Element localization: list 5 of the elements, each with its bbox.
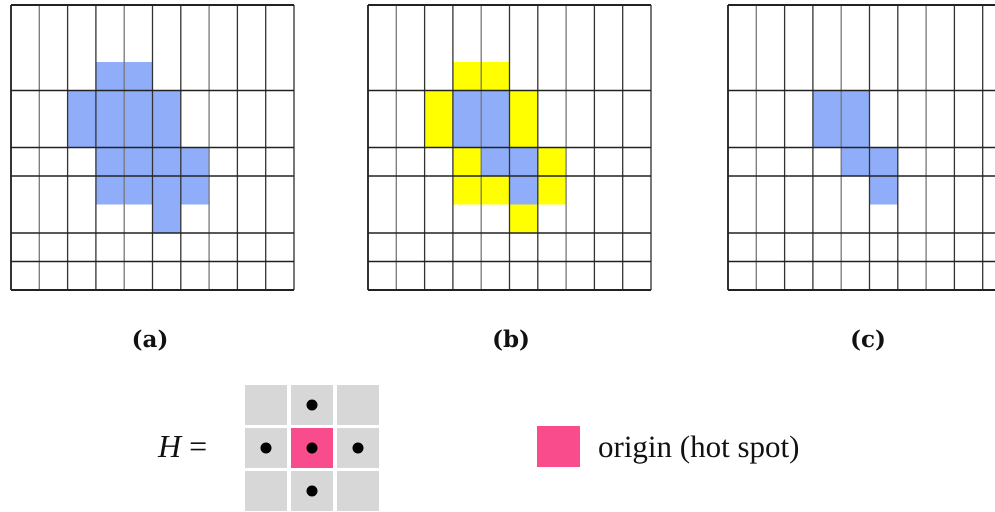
panel-label: (c)	[849, 326, 887, 353]
panel-label: (a)	[130, 326, 170, 353]
equation-label: H =	[158, 428, 208, 465]
legend-label: origin (hot spot)	[598, 428, 800, 464]
panel-label: (b)	[491, 326, 531, 353]
